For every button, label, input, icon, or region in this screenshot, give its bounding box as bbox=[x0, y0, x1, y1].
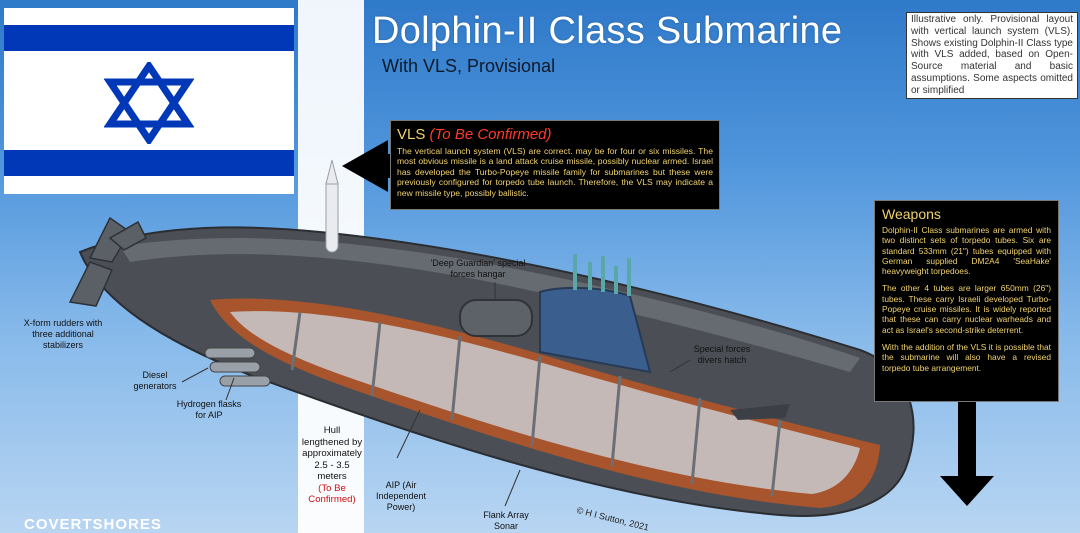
deep-guardian-hangar bbox=[459, 299, 533, 337]
label-x-form-rudders: X-form rudders with three additional sta… bbox=[23, 318, 103, 350]
hydrogen-flasks bbox=[204, 347, 271, 387]
disclaimer-box: Illustrative only. Provisional layout wi… bbox=[906, 12, 1078, 99]
weapons-para-1: Dolphin-II Class submarines are armed wi… bbox=[882, 225, 1051, 277]
hull-highlight bbox=[120, 238, 860, 372]
arrow-left-icon bbox=[342, 140, 395, 192]
cutaway-compartments bbox=[230, 311, 860, 494]
weapons-para-2: The other 4 tubes are larger 650mm (26")… bbox=[882, 283, 1051, 335]
label-divers-hatch: Special forces divers hatch bbox=[693, 344, 751, 365]
arrow-down-icon bbox=[940, 402, 994, 506]
vls-body: The vertical launch system (VLS) are cor… bbox=[397, 146, 713, 198]
flag-stripe-top bbox=[4, 25, 294, 51]
weapons-callout: Weapons Dolphin-II Class submarines are … bbox=[874, 200, 1059, 402]
star-of-david-icon bbox=[104, 62, 194, 144]
page-subtitle: With VLS, Provisional bbox=[382, 56, 556, 76]
bulkheads bbox=[290, 311, 782, 497]
label-flank-array-sonar: Flank Array Sonar bbox=[483, 510, 529, 531]
label-aip: AIP (Air Independent Power) bbox=[375, 480, 427, 512]
label-hydrogen-flasks: Hydrogen flasks for AIP bbox=[176, 399, 242, 420]
label-diesel-generators: Diesel generators bbox=[133, 370, 177, 391]
vls-callout: VLS (To Be Confirmed) The vertical launc… bbox=[390, 120, 720, 210]
covertshores-logo: COVERTSHORES bbox=[24, 516, 162, 533]
hull-note-text: Hull lengthened by approximately 2.5 - 3… bbox=[301, 425, 363, 482]
x-form-rudders bbox=[68, 216, 147, 307]
weapons-heading: Weapons bbox=[882, 206, 941, 222]
sail bbox=[539, 286, 652, 374]
bow-plane bbox=[730, 404, 790, 420]
vls-heading-text: VLS bbox=[397, 126, 426, 143]
flag-stripe-bottom bbox=[4, 150, 294, 176]
weapons-para-3: With the addition of the VLS it is possi… bbox=[882, 341, 1051, 373]
label-hull-lengthened: Hull lengthened by approximately 2.5 - 3… bbox=[300, 425, 364, 506]
leader-lines bbox=[181, 282, 691, 507]
israel-flag bbox=[4, 8, 294, 194]
hull-note-tbc: (To Be Confirmed) bbox=[308, 482, 356, 506]
label-deep-guardian: 'Deep Guardian' special forces hangar bbox=[430, 258, 526, 279]
missile-icon bbox=[325, 159, 339, 253]
masts bbox=[573, 254, 631, 296]
vls-heading-note: (To Be Confirmed) bbox=[429, 126, 552, 143]
vls-heading: VLS (To Be Confirmed) bbox=[397, 126, 713, 143]
page-title: Dolphin-II Class Submarine bbox=[372, 10, 843, 52]
